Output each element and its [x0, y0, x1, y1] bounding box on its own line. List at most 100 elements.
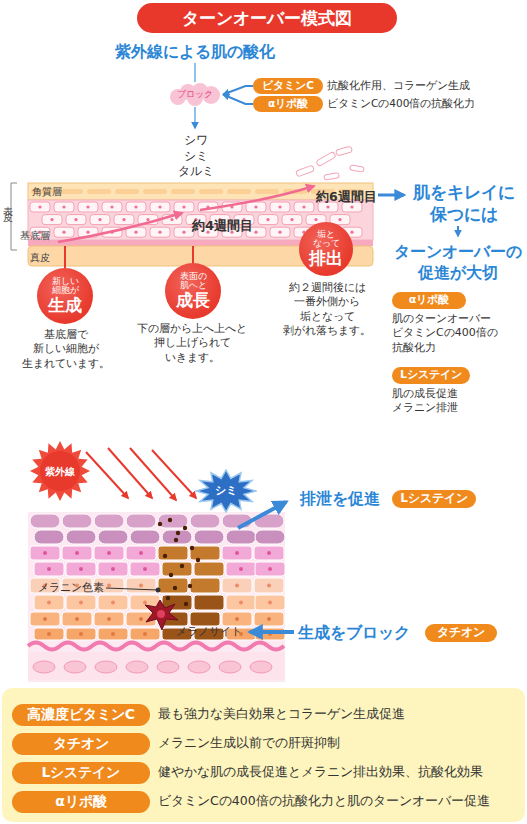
cell-nucleus [111, 567, 115, 571]
cell-nucleus [143, 632, 147, 636]
layer-label: 表皮 [1, 198, 14, 210]
dermis-cell [157, 661, 179, 673]
growth-arrow [58, 213, 182, 242]
skin-section [28, 512, 285, 682]
cell-nucleus [79, 567, 83, 571]
dermis-cells [33, 661, 272, 673]
key-message: 肌をキレイに 保つには [408, 181, 520, 225]
node-text: αリポ酸 [268, 98, 308, 110]
cell-nucleus [254, 205, 257, 208]
summary-panel [2, 688, 525, 822]
skin-cell [30, 612, 60, 626]
cell-nucleus [170, 218, 173, 221]
skin-cell [30, 546, 60, 560]
skin-cell [34, 595, 64, 610]
dermis-cell [219, 661, 241, 673]
flake [335, 146, 352, 156]
melanin-dot [180, 564, 184, 568]
flat-cell [115, 189, 139, 194]
cell-nucleus [182, 231, 185, 234]
skin-cell [258, 215, 278, 225]
node-text: ブロック [177, 90, 213, 100]
skin-cell [30, 514, 60, 528]
skin-cell [246, 202, 266, 212]
flat-cell [59, 189, 83, 194]
skin-cell [190, 514, 220, 528]
cell-nucleus [134, 231, 137, 234]
spot-burst: シミ [195, 469, 257, 513]
step-description: 約２週間後には 一番外側から 垢となって 剥がれ落ちます。 [279, 281, 375, 338]
flake [316, 151, 336, 166]
sun-disc [40, 451, 80, 491]
skin-cell [294, 202, 314, 212]
ingredient-pill: Lシステイン [12, 762, 150, 784]
part-label: メラノサイト [176, 625, 242, 639]
flake [324, 173, 340, 181]
melanin-dot [169, 573, 173, 577]
skin-cell [226, 562, 256, 576]
shed-flakes [296, 146, 365, 180]
skin-cell [98, 628, 128, 640]
sun-spikes [30, 441, 90, 501]
skin-cell [126, 546, 156, 560]
step-circle: 表面の 肌へと成長 [165, 263, 221, 319]
skin-cells [30, 514, 285, 640]
layer-label: 角質層 [32, 185, 62, 198]
cell-nucleus [75, 551, 79, 555]
flat-cell [143, 189, 167, 194]
cell-nucleus [239, 567, 243, 571]
skin-cell [254, 578, 284, 593]
flat-cell [87, 189, 111, 194]
cell-nucleus [139, 617, 143, 621]
skin-cell [174, 202, 194, 212]
dermis-cell [250, 661, 272, 673]
flat-cell [255, 189, 279, 194]
skin-cell [150, 227, 170, 237]
block-cloud: ブロック [167, 83, 223, 106]
skin-cell [255, 530, 285, 544]
skin-cell [194, 595, 224, 610]
action-label: 生成をブロック [298, 623, 410, 644]
skin-cell [226, 595, 256, 610]
ingredient-pill: タチオン [425, 624, 497, 642]
skin-cell [126, 514, 156, 528]
flake [350, 165, 365, 172]
cell-nucleus [122, 218, 125, 221]
skin-cell [94, 546, 124, 560]
flat-cell [171, 189, 195, 194]
cell-nucleus [290, 218, 293, 221]
skin-cell [66, 530, 96, 544]
skin-cell [158, 514, 188, 528]
effect-description: ビタミンCの400倍の抗酸化力と肌のターンオーバー促進 [158, 793, 490, 809]
skin-cell [114, 215, 134, 225]
cell-nucleus [75, 617, 79, 621]
node-text: Lシステイン [400, 369, 462, 381]
skin-cell [130, 628, 160, 640]
key-message: ターンオーバーの 促進が大切 [390, 242, 526, 284]
melanin-dot [163, 554, 167, 558]
uv-ray [152, 450, 196, 498]
cell-nucleus [111, 601, 115, 605]
cell-nucleus [47, 567, 51, 571]
skin-cell [126, 578, 156, 593]
cell-nucleus [302, 205, 305, 208]
melanin-dot [168, 518, 172, 522]
cell-nucleus [86, 231, 89, 234]
skin-cell [66, 562, 96, 576]
dermis-cell [188, 661, 210, 673]
melanin-dot [173, 586, 177, 590]
cell-nucleus [239, 601, 243, 605]
cell-nucleus [146, 218, 149, 221]
melanin-dot [158, 522, 162, 526]
melanin-dot [166, 596, 170, 600]
skin-cell [66, 595, 96, 610]
skin-cell [255, 595, 285, 610]
ingredient-pill: 高濃度ビタミンC [12, 704, 150, 726]
skin-cell [126, 202, 146, 212]
skin-cell [158, 578, 188, 593]
connector-arrow [223, 95, 253, 105]
skin-cell [222, 612, 252, 626]
cell-nucleus [267, 551, 271, 555]
skin-cell [282, 215, 302, 225]
effect-description: メラニン生成以前での肝斑抑制 [158, 735, 340, 751]
